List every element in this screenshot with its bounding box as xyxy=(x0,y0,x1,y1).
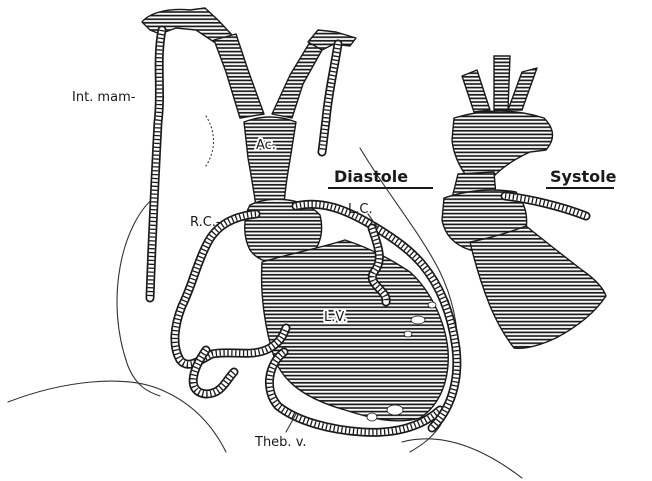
ascending-aorta xyxy=(244,117,296,206)
systole-left-ventricle xyxy=(470,226,606,348)
systole-branch-middle xyxy=(494,56,510,110)
label-rc: R.C.- xyxy=(190,215,221,230)
label-lc: L.C. xyxy=(348,202,373,217)
chest-outline-bottom-right xyxy=(402,439,522,478)
brachiocephalic-trunk xyxy=(214,34,264,118)
systole-branch-left xyxy=(462,70,490,112)
label-int-mam: Int. mam- xyxy=(72,90,136,105)
lv-highlight xyxy=(428,302,436,308)
label-diastole: Diastole xyxy=(334,167,408,186)
lv-highlight xyxy=(404,331,412,337)
lv-highlight xyxy=(367,413,377,421)
lv-highlight xyxy=(411,316,425,324)
left-carotid-branch xyxy=(272,42,322,118)
dotted-outline xyxy=(206,116,214,166)
systole-branch-right xyxy=(508,68,537,110)
label-theb-v: Theb. v. xyxy=(254,435,307,450)
label-systole: Systole xyxy=(550,167,617,186)
label-ac: Ac. xyxy=(256,138,276,153)
label-lv: L.V. xyxy=(324,310,347,325)
systole-aortic-arch xyxy=(452,111,553,178)
lv-highlight xyxy=(387,405,403,415)
head-vessel-cluster xyxy=(142,8,232,42)
